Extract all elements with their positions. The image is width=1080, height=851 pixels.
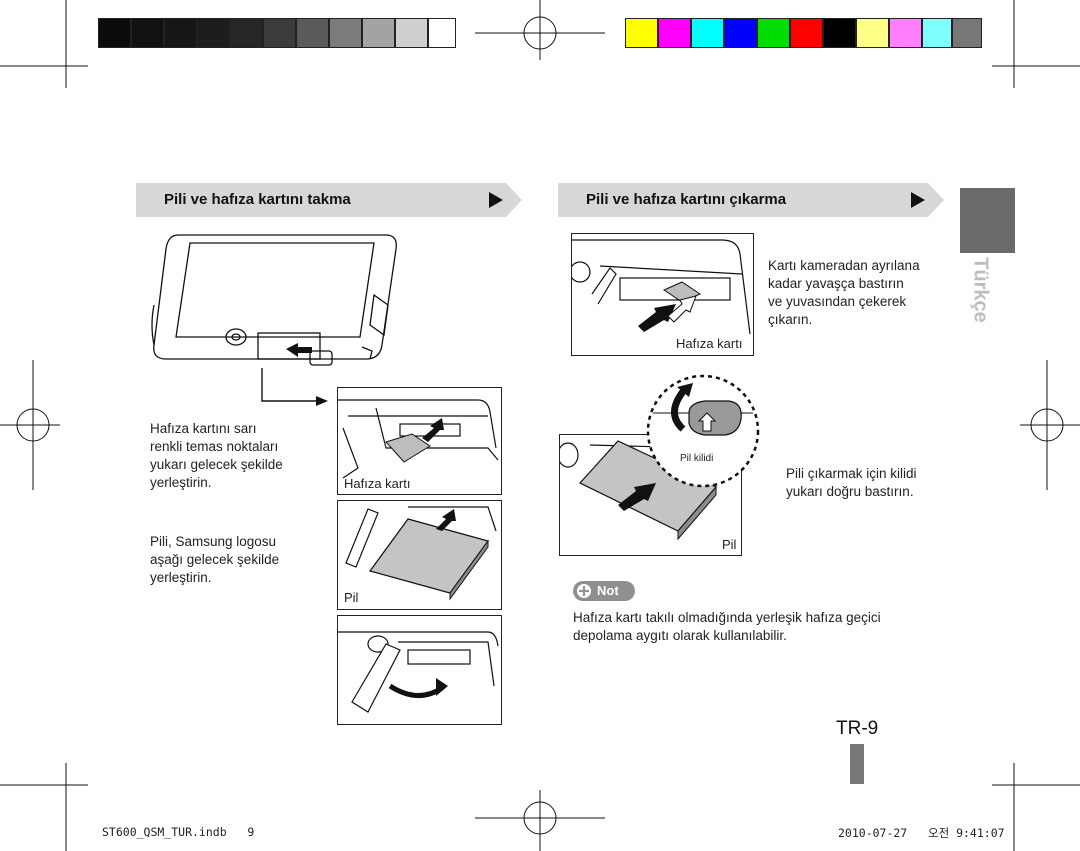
figure-insert-card: Hafıza kartı: [337, 387, 502, 495]
figure-close-cover: [337, 615, 502, 725]
color-swatch: [691, 18, 724, 48]
color-swatch: [823, 18, 856, 48]
section-header-remove: Pili ve hafıza kartını çıkarma: [558, 183, 944, 217]
note-text: Hafıza kartı takılı olmadığında yerleşik…: [573, 610, 881, 643]
gray-swatch: [98, 18, 131, 48]
plus-circle-icon: [577, 584, 591, 598]
page-tab-marker: [850, 744, 864, 784]
figure-remove-card: Hafıza kartı: [571, 233, 754, 356]
section-title: Pili ve hafıza kartını çıkarma: [586, 191, 787, 208]
figure-caption: Pil: [722, 537, 737, 552]
page-number: TR-9: [836, 718, 879, 739]
footer-file: ST600_QSM_TUR.indb 9: [102, 825, 255, 839]
lock-label: Pil kilidi: [680, 453, 714, 464]
gray-swatch: [362, 18, 395, 48]
section-header-insert: Pili ve hafıza kartını takma: [136, 183, 522, 217]
color-swatch: [889, 18, 922, 48]
gray-swatch: [329, 18, 362, 48]
color-swatch: [724, 18, 757, 48]
note-badge: Not: [573, 581, 635, 601]
memory-card-remove-illustration: [572, 239, 751, 335]
battery-lock-zoom: [646, 374, 760, 488]
battery-insert-illustration: [345, 506, 497, 601]
gray-swatch: [131, 18, 164, 48]
arrow-right-icon: [489, 192, 503, 208]
connector-arrow-icon: [261, 368, 328, 406]
gray-swatch: [428, 18, 456, 48]
footer-timestamp: 2010-07-27 오전 9:41:07: [838, 826, 1005, 840]
color-swatch: [856, 18, 889, 48]
color-swatch: [625, 18, 658, 48]
section-title: Pili ve hafıza kartını takma: [164, 191, 351, 208]
color-swatch: [658, 18, 691, 48]
color-swatch: [790, 18, 823, 48]
camera-illustration: [151, 234, 397, 366]
gray-swatch: [395, 18, 428, 48]
figure-insert-battery: Pil: [337, 500, 502, 610]
cover-close-illustration: [338, 631, 499, 713]
figure-caption: Pil: [344, 590, 359, 605]
remove-battery-instruction: Pili çıkarmak için kilidi yukarı doğru b…: [786, 466, 917, 499]
gray-swatch: [296, 18, 329, 48]
color-swatch: [952, 18, 982, 48]
memory-card-insert-illustration: [338, 399, 499, 479]
note-label: Not: [597, 583, 619, 598]
step1-instruction: Hafıza kartını sarı renkli temas noktala…: [150, 421, 283, 490]
remove-card-instruction: Kartı kameradan ayrılana kadar yavaşça b…: [768, 258, 920, 327]
gray-swatch: [263, 18, 296, 48]
color-swatch: [757, 18, 790, 48]
figure-caption: Hafıza kartı: [344, 476, 411, 491]
figure-caption: Hafıza kartı: [676, 336, 743, 351]
gray-swatch: [197, 18, 230, 48]
language-tab-label: Türkçe: [969, 257, 992, 323]
arrow-right-icon: [911, 192, 925, 208]
step2-instruction: Pili, Samsung logosu aşağı gelecek şekil…: [150, 534, 280, 585]
language-tab: [960, 188, 1015, 253]
gray-swatch: [164, 18, 197, 48]
gray-swatch: [230, 18, 263, 48]
color-swatch: [922, 18, 952, 48]
